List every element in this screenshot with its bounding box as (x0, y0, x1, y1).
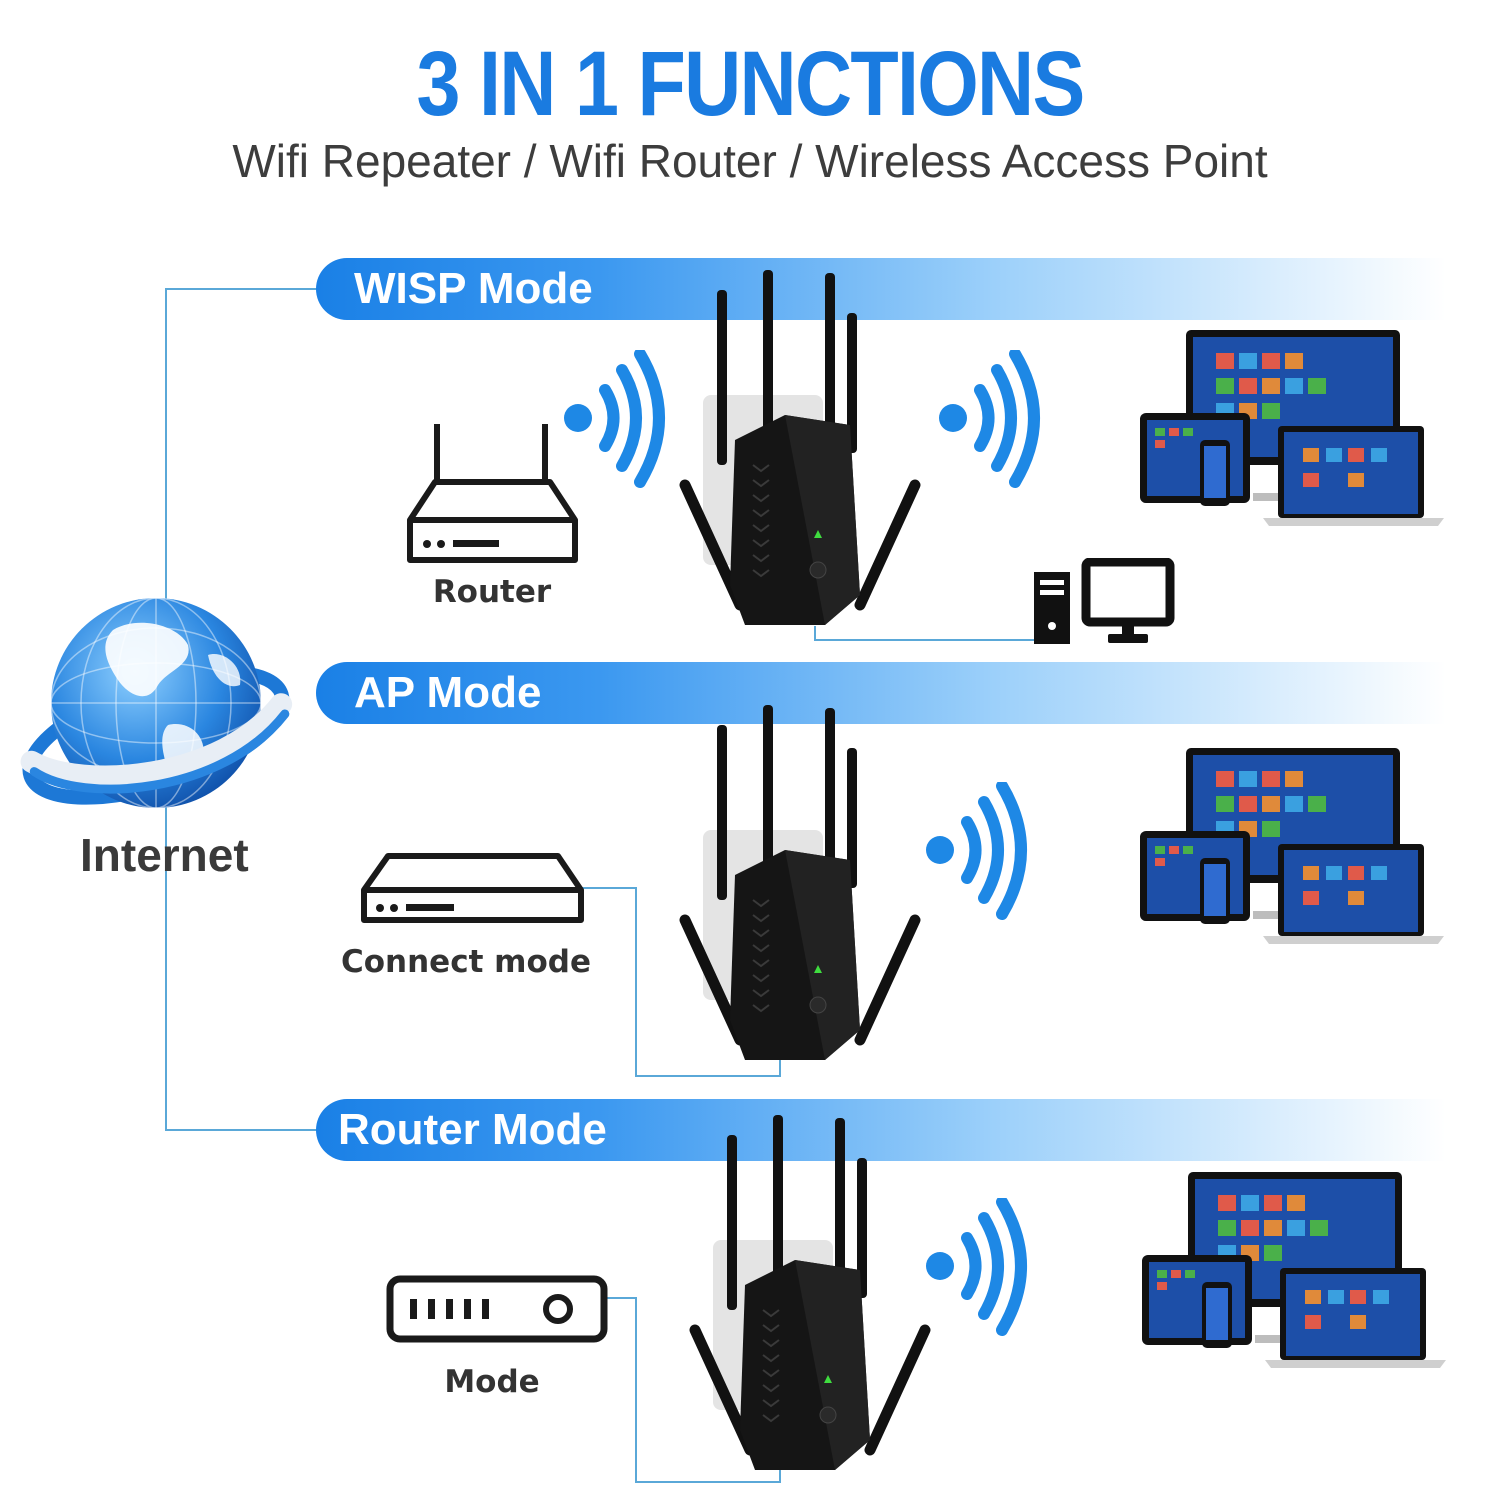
page-subtitle: Wifi Repeater / Wifi Router / Wireless A… (232, 135, 1268, 187)
mode-banner-router: Router Mode (316, 1099, 1446, 1161)
repeater-device-icon (679, 705, 921, 1060)
globe-icon (20, 597, 293, 809)
internet-label: Internet (80, 829, 249, 881)
source-label: Connect mode (340, 944, 591, 980)
source-label: Mode (444, 1364, 540, 1400)
switch-icon (361, 853, 584, 923)
devices-icon (1140, 330, 1444, 526)
mode-banner-wisp: WISP Mode (316, 258, 1446, 320)
wifi-signal-icon (926, 1198, 1027, 1336)
wifi-signal-icon (926, 782, 1027, 920)
source-label: Router (432, 574, 552, 610)
modem-icon (386, 1275, 608, 1343)
mode-title: AP Mode (354, 668, 542, 717)
devices-icon (1140, 748, 1444, 944)
mode-title: Router Mode (338, 1105, 607, 1154)
repeater-device-icon (689, 1115, 931, 1470)
wifi-signal-icon (564, 350, 665, 488)
repeater-device-icon (679, 270, 921, 625)
mode-banner-ap: AP Mode (316, 662, 1446, 724)
page-title: 3 IN 1 FUNCTIONS (416, 33, 1085, 135)
desktop-pc-icon (1034, 558, 1175, 644)
wifi-signal-icon (939, 350, 1040, 488)
router-icon (407, 424, 578, 563)
devices-icon (1142, 1172, 1446, 1368)
mode-title: WISP Mode (354, 264, 593, 313)
